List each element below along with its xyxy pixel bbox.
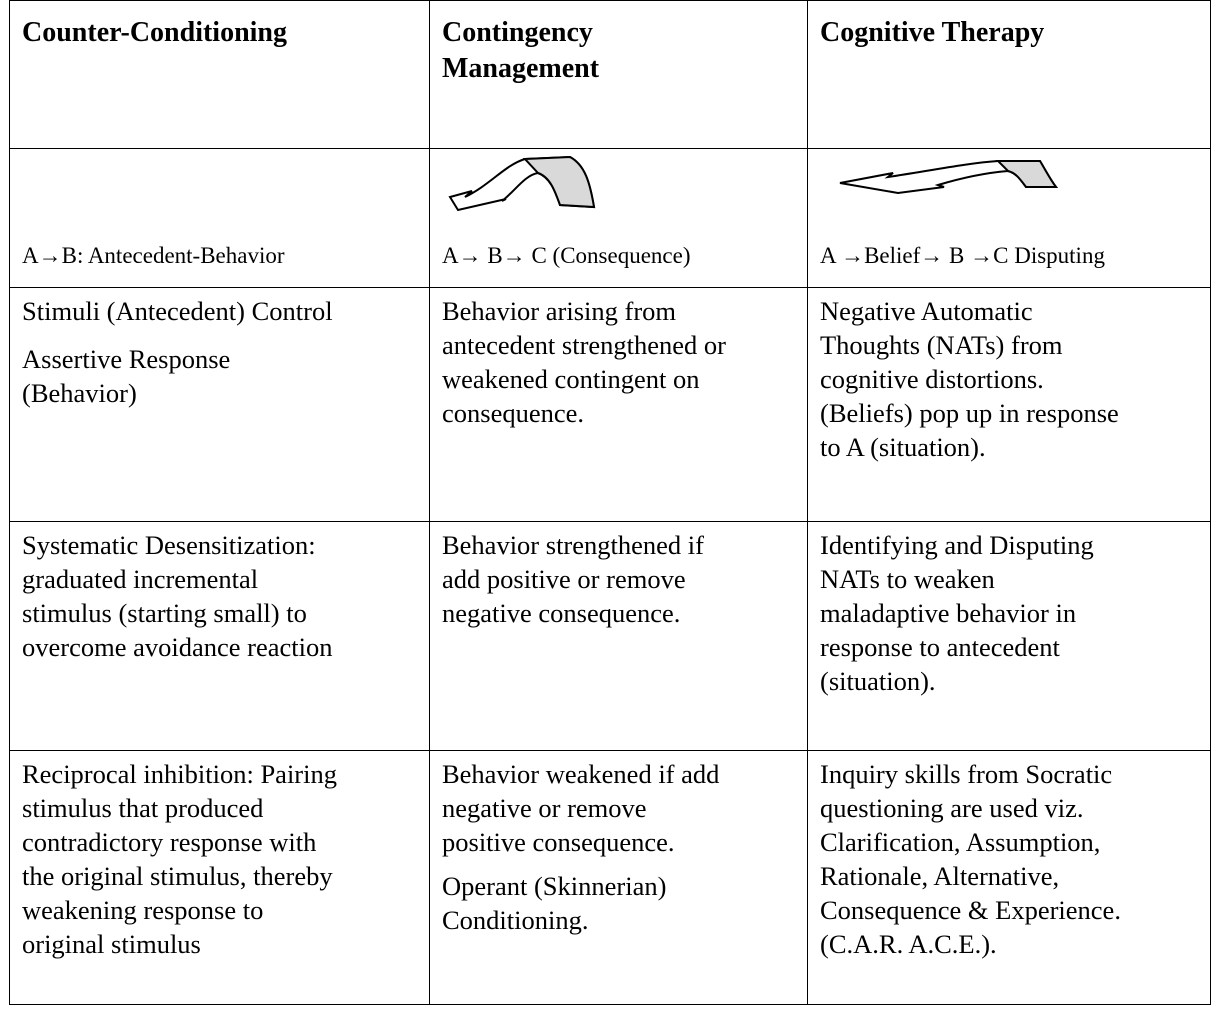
- cell-inquiry-skills: Inquiry skills from Socratic questioning…: [807, 749, 1211, 1006]
- operant-conditioning-note: Operant (Skinnerian)Conditioning.: [442, 870, 667, 935]
- table-row: Stimuli (Antecedent) Control Assertive R…: [9, 286, 1211, 522]
- cell-behavior-strengthened: Behavior strengthened if add positive or…: [429, 520, 808, 751]
- therapy-comparison-table: Counter-Conditioning Contingency Managem…: [9, 0, 1211, 1006]
- formula-cell-3: A →Belief→ B →C Disputing: [807, 148, 1211, 288]
- formula-cell-2: A→ B→ C (Consequence): [429, 148, 808, 288]
- cell-behavior-arising: Behavior arising from antecedent strengt…: [429, 286, 808, 522]
- formula-antecedent-behavior: A→B: Antecedent-Behavior: [22, 242, 285, 268]
- header-row: Counter-Conditioning Contingency Managem…: [9, 0, 1211, 150]
- cell-systematic-desensitization: Systematic Desensitization: graduated in…: [9, 520, 430, 751]
- cell-behavior-weakened: Behavior weakened if add negative or rem…: [429, 749, 808, 1006]
- cell-reciprocal-inhibition: Reciprocal inhibition: Pairing stimulus …: [9, 749, 430, 1006]
- header-cognitive-therapy: Cognitive Therapy: [807, 0, 1211, 150]
- table-row: Systematic Desensitization: graduated in…: [9, 520, 1211, 751]
- cell-negative-automatic-thoughts: Negative Automatic Thoughts (NATs) from …: [807, 286, 1211, 522]
- header-contingency-management: Contingency Management: [429, 0, 808, 150]
- formula-cell-1: A→B: Antecedent-Behavior: [9, 148, 430, 288]
- formula-consequence: A→ B→ C (Consequence): [442, 242, 691, 268]
- formula-belief-disputing: A →Belief→ B →C Disputing: [820, 242, 1105, 268]
- table-row: Reciprocal inhibition: Pairing stimulus …: [9, 749, 1211, 1006]
- cell-identifying-disputing: Identifying and Disputing NATs to weaken…: [807, 520, 1211, 751]
- formula-row: A→B: Antecedent-Behavior A→ B→ C (Conseq…: [9, 148, 1211, 288]
- curved-arrow-icon: [839, 160, 1058, 195]
- cell-stimuli-control: Stimuli (Antecedent) Control Assertive R…: [9, 286, 430, 522]
- curved-arrow-icon: [448, 156, 596, 212]
- header-counter-conditioning: Counter-Conditioning: [9, 0, 430, 150]
